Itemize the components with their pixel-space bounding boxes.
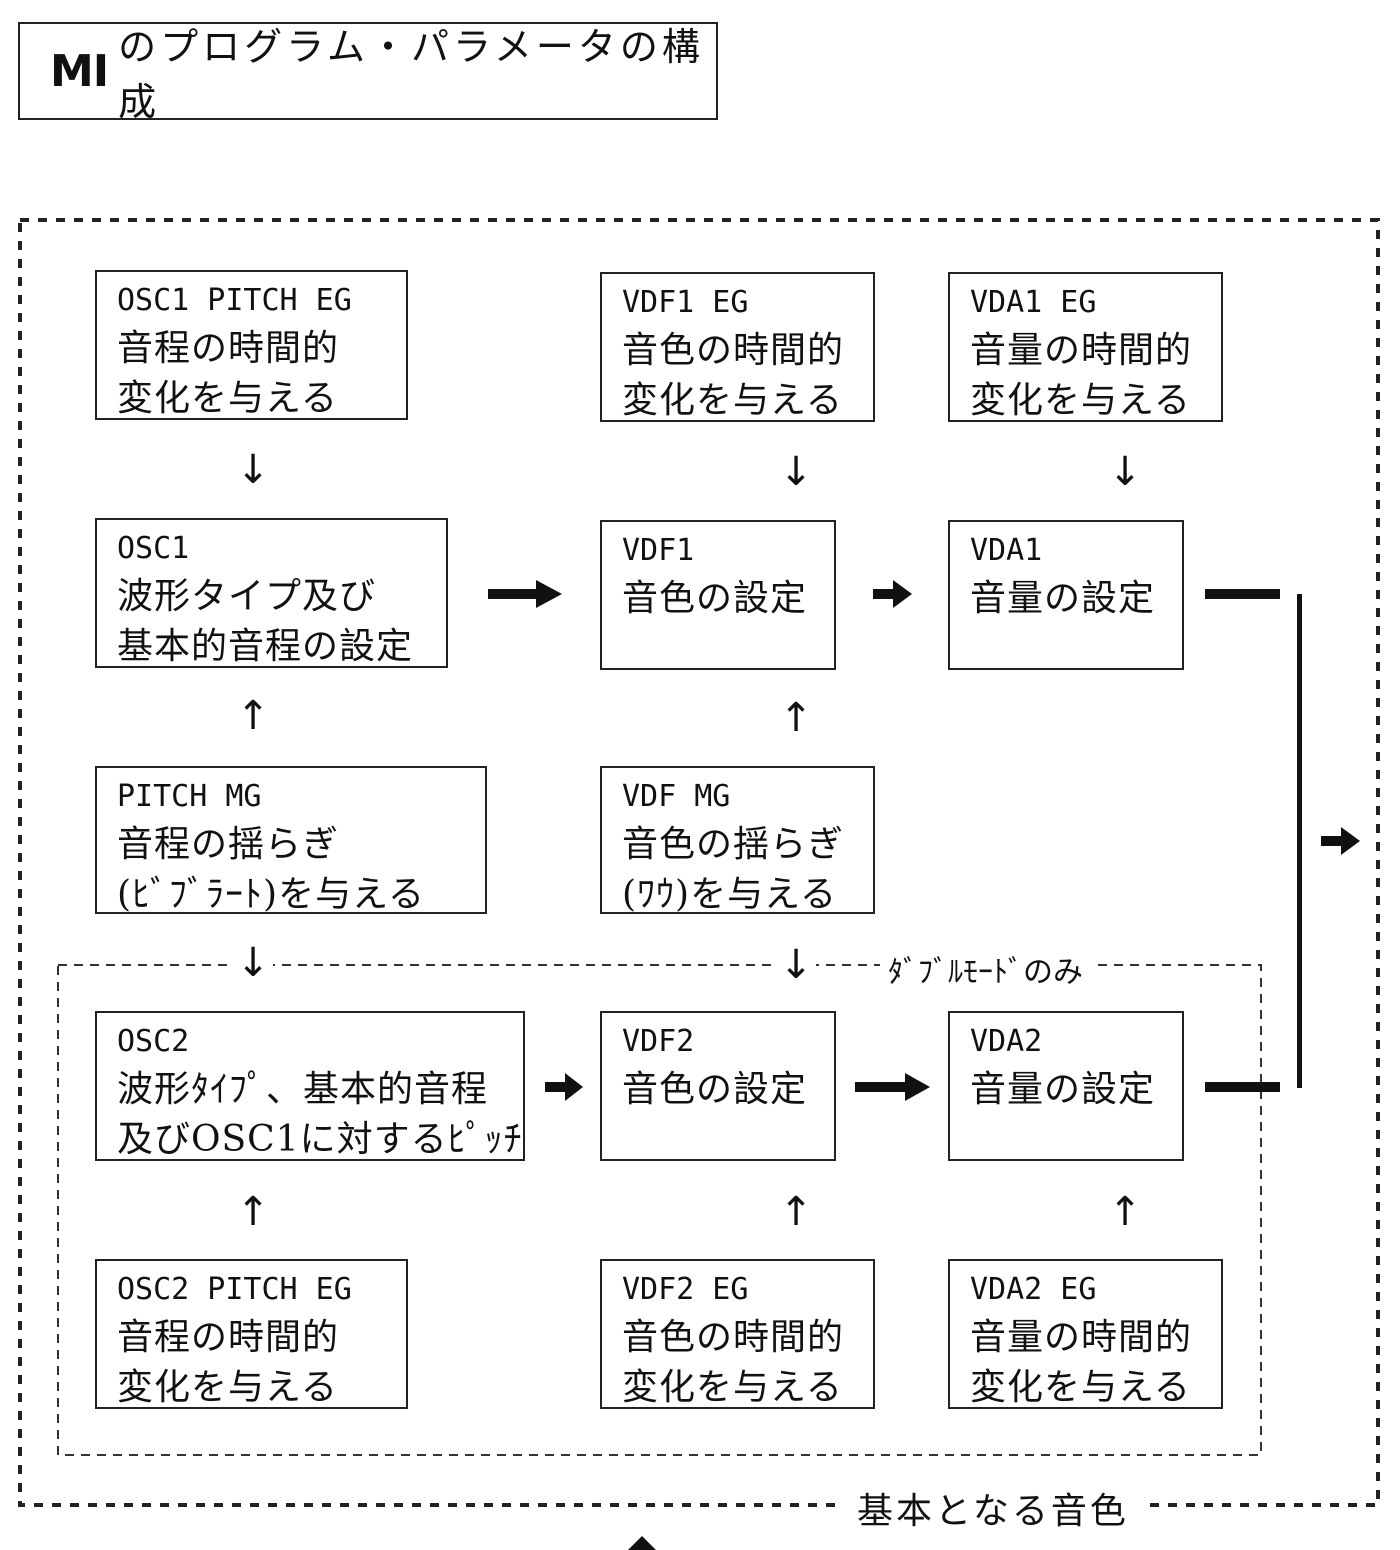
- osc2-pitch-eg-box: OSC2 PITCH EG 音程の時間的 変化を与える: [95, 1259, 408, 1409]
- vdf-mg-box: VDF MG 音色の揺らぎ (ﾜｳ)を与える: [600, 766, 875, 915]
- vdf2-eg-box: VDF2 EG 音色の時間的 変化を与える: [600, 1259, 875, 1409]
- vda1-code: VDA1: [970, 533, 1043, 568]
- diagram-title: MI のプログラム・パラメータの構成: [18, 22, 718, 124]
- basic-tone-label: 基本となる音色: [843, 1482, 1143, 1534]
- vdf-mg-desc: 音色の揺らぎ: [622, 824, 845, 865]
- vdf-mg-code: VDF MG: [622, 779, 731, 814]
- double-mode-frame: [57, 964, 1262, 1456]
- vdf1-desc: 音色の設定: [622, 578, 808, 619]
- vdf1-eg-desc: 音色の時間的: [622, 330, 845, 371]
- osc2-box: OSC2 波形ﾀｲﾌﾟ、基本的音程 及びOSC1に対するﾋﾟｯﾁ: [95, 1011, 525, 1161]
- osc1-box: OSC1 波形タイプ及び 基本的音程の設定: [95, 518, 448, 668]
- pitch-mg-code: PITCH MG: [117, 779, 262, 814]
- vdf2-desc: 音色の設定: [622, 1069, 808, 1110]
- arrow-down-vda1-eg: ↓: [1105, 452, 1145, 492]
- vdf2-code: VDF2: [622, 1024, 695, 1059]
- vda1-eg-desc: 変化を与える: [970, 380, 1191, 421]
- pitch-mg-desc: (ﾋﾞﾌﾞﾗｰﾄ)を与える: [117, 874, 426, 915]
- vda2-code: VDA2: [970, 1024, 1043, 1059]
- vda1-box: VDA1 音量の設定: [948, 520, 1184, 670]
- vda2-eg-desc: 変化を与える: [970, 1367, 1191, 1408]
- arrow-up-osc2-pitch-eg: ↑: [233, 1192, 273, 1232]
- osc2-pitch-eg-code: OSC2 PITCH EG: [117, 1272, 352, 1307]
- vda2-desc: 音量の設定: [970, 1069, 1156, 1110]
- arrow-down-pitch-mg: ↓: [233, 943, 273, 983]
- vda2-eg-desc: 音量の時間的: [970, 1317, 1193, 1358]
- double-mode-label: ﾀﾞﾌﾞﾙﾓｰﾄﾞのみ: [880, 947, 1091, 991]
- pitch-mg-desc: 音程の揺らぎ: [117, 824, 340, 865]
- vdf2-eg-desc: 変化を与える: [622, 1367, 843, 1408]
- arrow-down-vdf-mg: ↓: [776, 945, 816, 985]
- basic-tone-frame: [18, 218, 1380, 1507]
- arrow-osc1-to-vdf1: [488, 580, 562, 608]
- output-line-vda1: [1205, 589, 1280, 599]
- arrow-down-vdf1-eg: ↓: [776, 452, 816, 492]
- arrow-up-vdf2-eg: ↑: [776, 1192, 816, 1232]
- title-text: のプログラム・パラメータの構成: [118, 25, 704, 124]
- osc2-code: OSC2: [117, 1024, 190, 1059]
- vdf1-eg-code: VDF1 EG: [622, 285, 749, 320]
- arrow-up-vda2-eg: ↑: [1105, 1192, 1145, 1232]
- osc1-code: OSC1: [117, 531, 190, 566]
- osc1-pitch-eg-desc: 変化を与える: [117, 378, 338, 419]
- vda1-eg-code: VDA1 EG: [970, 285, 1097, 320]
- osc1-desc: 基本的音程の設定: [117, 626, 414, 667]
- osc2-pitch-eg-desc: 音程の時間的: [117, 1317, 340, 1358]
- title-mi: MI: [50, 45, 109, 97]
- arrow-osc2-to-vdf2: [545, 1073, 583, 1101]
- vdf1-eg-box: VDF1 EG 音色の時間的 変化を与える: [600, 272, 875, 422]
- vda2-eg-code: VDA2 EG: [970, 1272, 1097, 1307]
- vdf-mg-desc: (ﾜｳ)を与える: [622, 874, 838, 915]
- vdf1-code: VDF1: [622, 533, 695, 568]
- vda2-eg-box: VDA2 EG 音量の時間的 変化を与える: [948, 1259, 1223, 1409]
- vdf2-eg-code: VDF2 EG: [622, 1272, 749, 1307]
- pitch-mg-box: PITCH MG 音程の揺らぎ (ﾋﾞﾌﾞﾗｰﾄ)を与える: [95, 766, 487, 915]
- arrow-output: [1321, 827, 1360, 855]
- output-bus-vertical: [1297, 594, 1302, 1088]
- osc1-pitch-eg-desc: 音程の時間的: [117, 328, 340, 369]
- osc2-desc: 及びOSC1に対するﾋﾟｯﾁ: [117, 1119, 523, 1160]
- vda2-box: VDA2 音量の設定: [948, 1011, 1184, 1161]
- osc1-pitch-eg-code: OSC1 PITCH EG: [117, 283, 352, 318]
- vda1-eg-box: VDA1 EG 音量の時間的 変化を与える: [948, 272, 1223, 422]
- vdf1-eg-desc: 変化を与える: [622, 380, 843, 421]
- osc2-pitch-eg-desc: 変化を与える: [117, 1367, 338, 1408]
- osc2-desc: 波形ﾀｲﾌﾟ、基本的音程: [117, 1069, 489, 1110]
- arrow-up-vdf-mg: ↑: [776, 698, 816, 738]
- osc1-desc: 波形タイプ及び: [117, 576, 377, 617]
- osc1-pitch-eg-box: OSC1 PITCH EG 音程の時間的 変化を与える: [95, 270, 408, 420]
- arrow-up-pitch-mg: ↑: [233, 696, 273, 736]
- arrow-down-osc1-pitch-eg: ↓: [233, 450, 273, 490]
- vda1-eg-desc: 音量の時間的: [970, 330, 1193, 371]
- vdf1-box: VDF1 音色の設定: [600, 520, 836, 670]
- vdf2-box: VDF2 音色の設定: [600, 1011, 836, 1161]
- output-line-vda2: [1205, 1082, 1280, 1092]
- vda1-desc: 音量の設定: [970, 578, 1156, 619]
- arrow-vdf2-to-vda2: [855, 1073, 930, 1101]
- arrow-input-bottom: [628, 1536, 656, 1550]
- vdf2-eg-desc: 音色の時間的: [622, 1317, 845, 1358]
- arrow-vdf1-to-vda1: [873, 580, 912, 608]
